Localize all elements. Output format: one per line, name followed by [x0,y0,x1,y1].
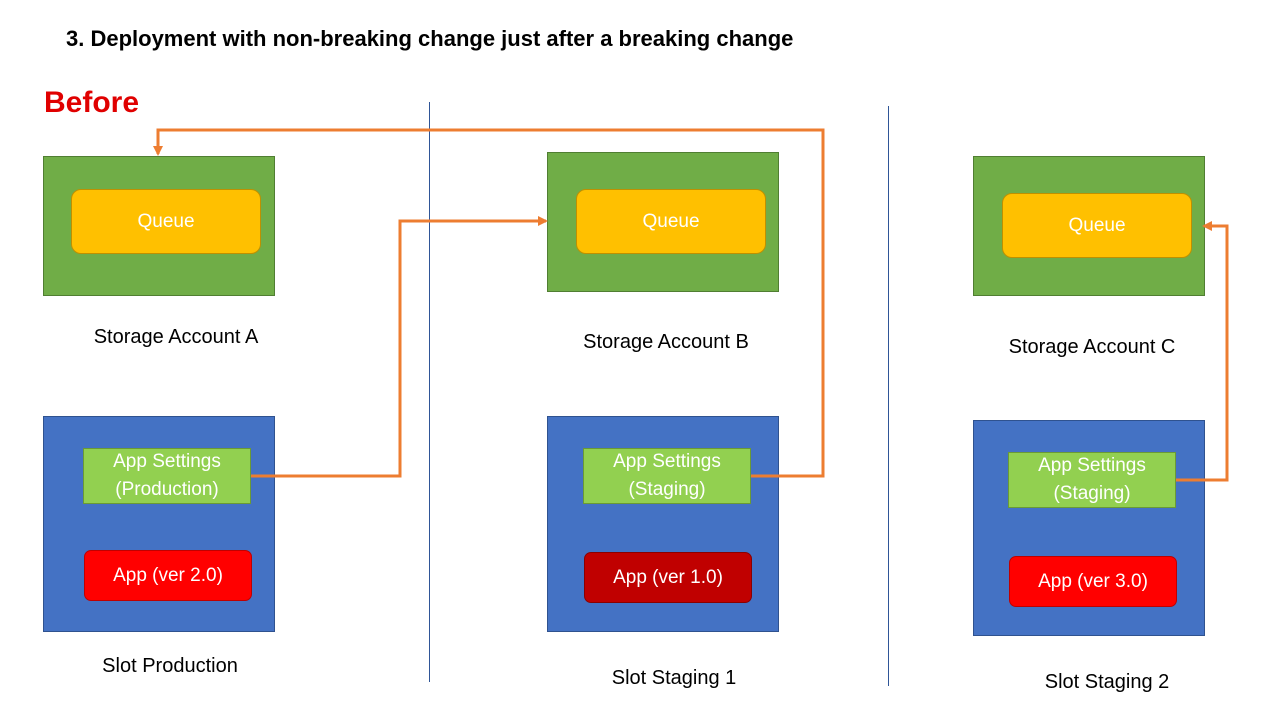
column-divider-2 [888,106,889,686]
app-settings-staging-1-line2: (Staging) [628,479,706,500]
column-divider-1 [429,102,430,682]
storage-account-a-label: Storage Account A [93,326,259,348]
arrow-staging-1-to-queue-a [153,128,825,478]
queue-b: Queue [576,189,766,254]
state-label: Before [44,86,140,119]
slot-production-label: Slot Production [102,655,238,677]
app-settings-production: App Settings (Production) [83,448,251,504]
arrow-production-to-queue-b [251,216,548,478]
app-settings-staging-2: App Settings (Staging) [1008,452,1176,508]
storage-account-b-label: Storage Account B [583,331,749,353]
slot-staging-1-label: Slot Staging 1 [611,667,737,689]
app-settings-production-line1: App Settings [113,451,221,472]
queue-c: Queue [1002,193,1192,258]
app-staging-2: App (ver 3.0) [1009,556,1177,607]
app-production: App (ver 2.0) [84,550,252,601]
app-staging-1: App (ver 1.0) [584,552,752,603]
app-settings-production-line2: (Production) [115,479,219,500]
app-settings-staging-1-line1: App Settings [613,451,721,472]
storage-account-c-label: Storage Account C [1008,336,1176,358]
slot-staging-2-label: Slot Staging 2 [1044,671,1170,693]
app-settings-staging-2-line2: (Staging) [1053,483,1131,504]
diagram-title: 3. Deployment with non-breaking change j… [66,26,794,51]
app-settings-staging-2-line1: App Settings [1038,455,1146,476]
arrow-staging-2-to-queue-c [1176,221,1229,482]
app-settings-staging-1: App Settings (Staging) [583,448,751,504]
queue-a: Queue [71,189,261,254]
